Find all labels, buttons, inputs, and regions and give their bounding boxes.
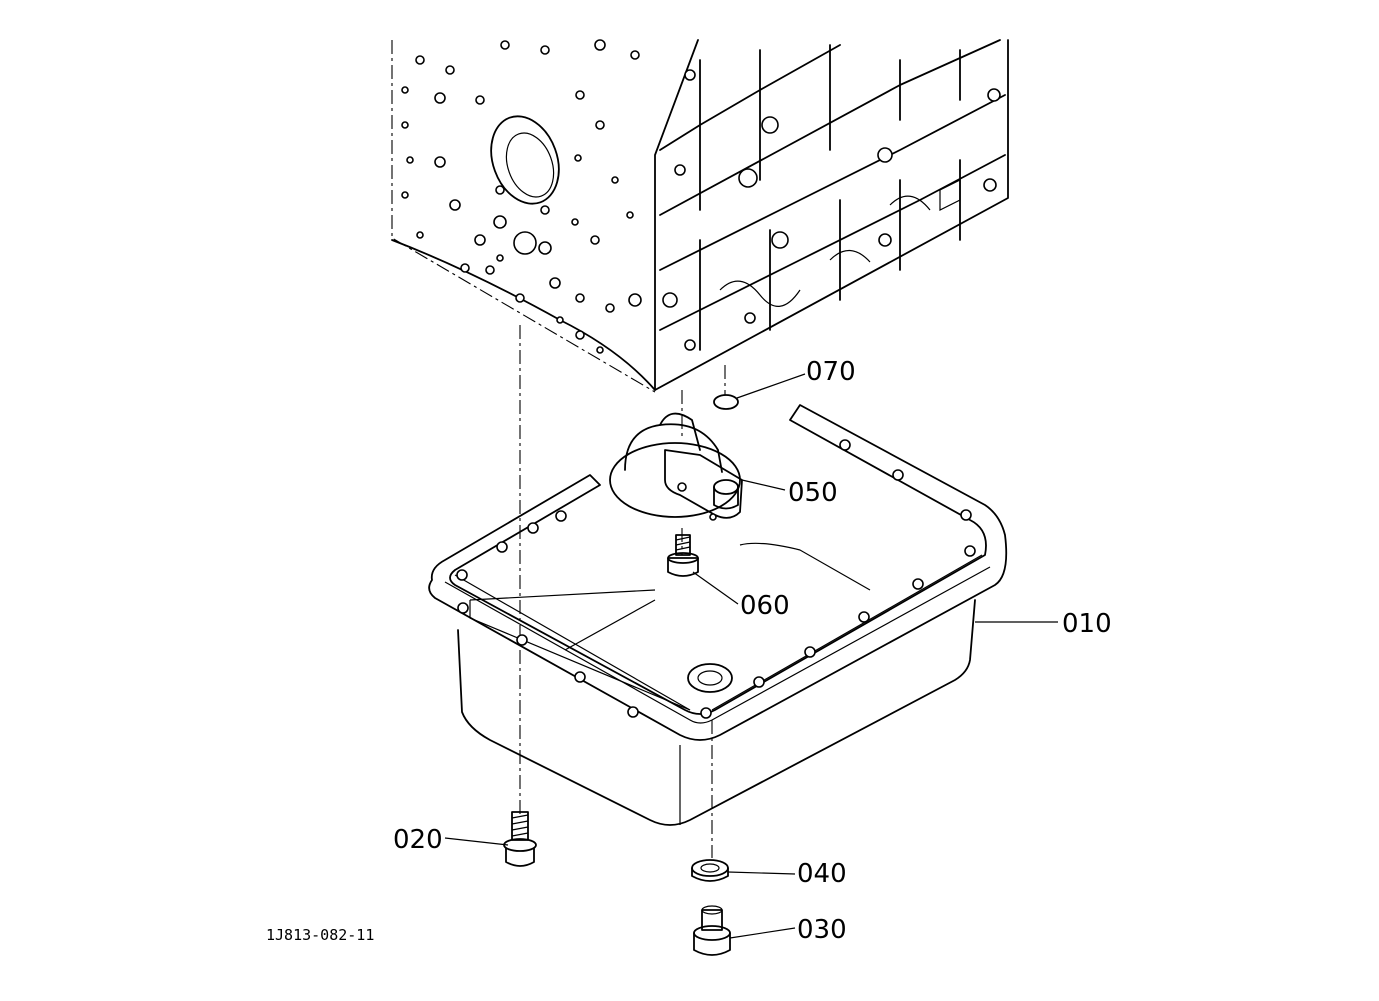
callout-020: 020 [393,825,443,855]
callout-050: 050 [788,478,838,508]
oil-pan [428,404,1008,826]
callout-040: 040 [797,859,847,889]
o-ring [713,394,739,410]
leader-lines [444,373,1058,939]
callout-060: 060 [740,591,790,621]
callout-030: 030 [797,915,847,945]
drain-plug [693,905,731,956]
callout-070: 070 [806,357,856,387]
strainer-bolt [667,534,699,577]
figure-id: 1J813-082-11 [266,926,374,944]
oil-strainer [609,412,743,521]
gasket-washer [691,859,729,882]
center-lines [519,325,726,858]
engine-block [391,39,1009,393]
callout-010: 010 [1062,609,1112,639]
flange-bolt [503,811,537,867]
